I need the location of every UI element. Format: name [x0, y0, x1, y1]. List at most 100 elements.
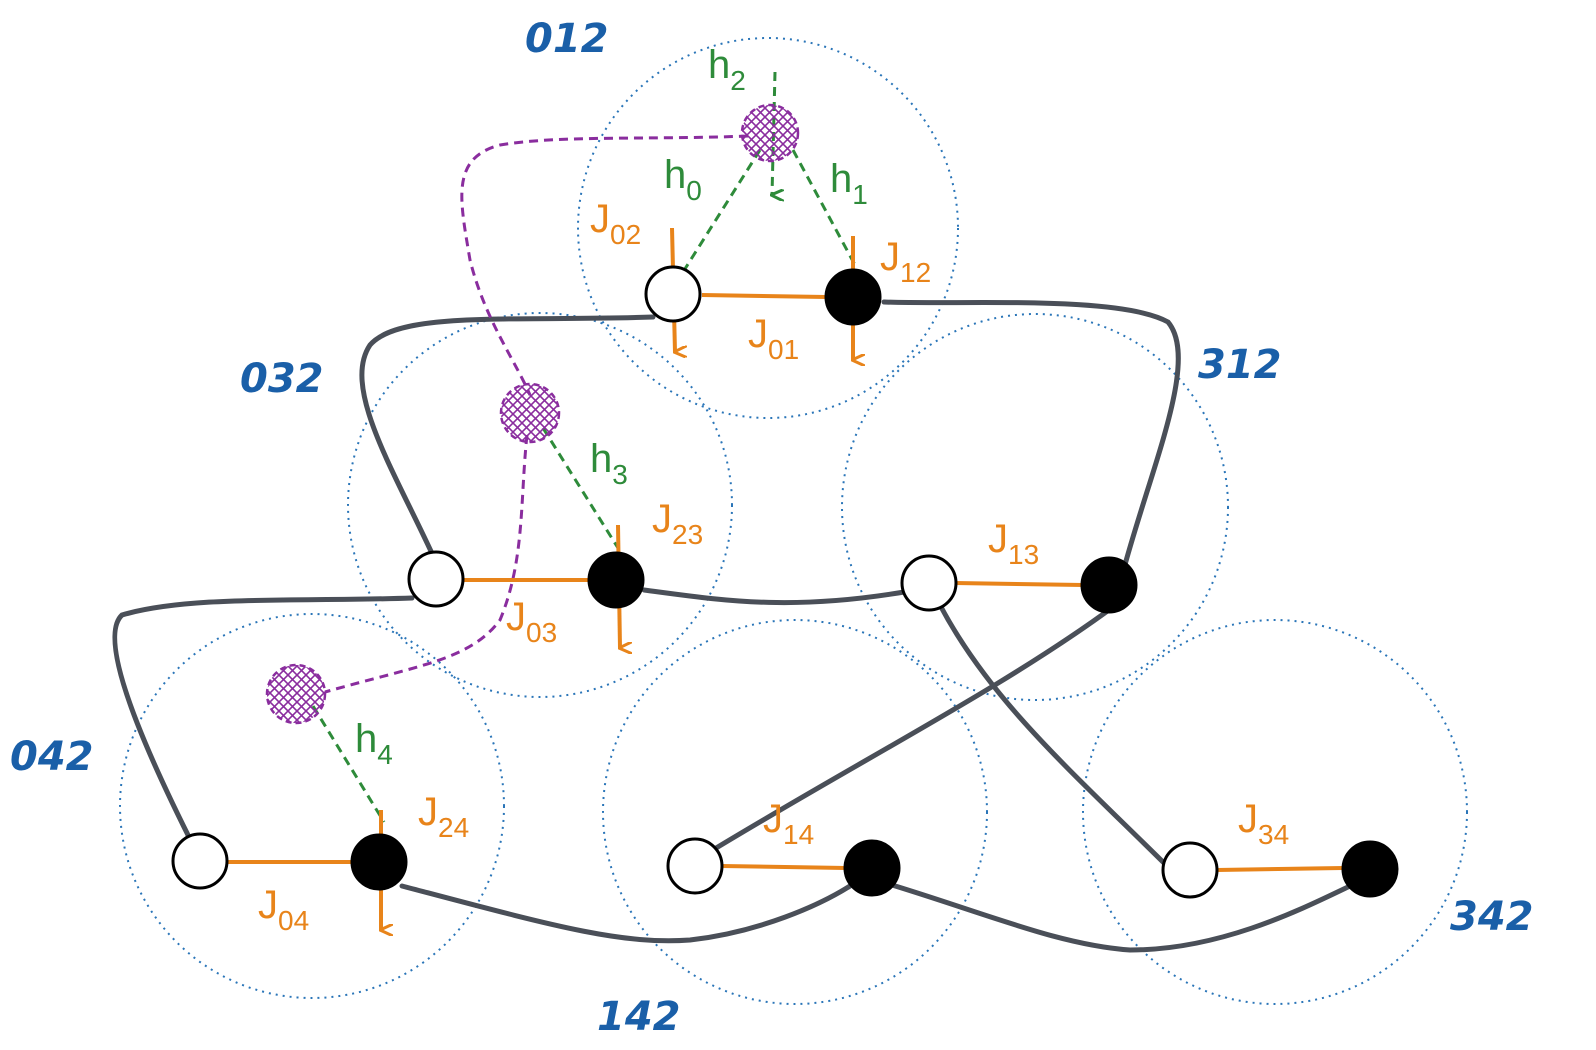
- cluster-circle-032: [347, 312, 733, 698]
- coupling-label-j04: J04: [258, 883, 309, 936]
- field-subscript: 3: [612, 459, 628, 490]
- field-subscript: 1: [852, 179, 868, 210]
- wire-032-to-312: [641, 587, 913, 606]
- bond-j34: [1216, 866, 1344, 872]
- coupling-main: J: [652, 497, 672, 541]
- coupling-labels: J02 J12 J01 J23 J03 J13 J24 J04 J14 J34: [258, 197, 1289, 936]
- coupling-label-j34: J34: [1238, 797, 1289, 850]
- aux-node-h3: [499, 382, 561, 444]
- field-label-h3: h3: [590, 437, 628, 490]
- wire-312-to-342: [937, 602, 1169, 868]
- coupling-subscript: 01: [768, 334, 799, 365]
- coupling-label-j14: J14: [763, 797, 814, 850]
- coupling-main: J: [988, 517, 1008, 561]
- node-342-black: [1341, 840, 1399, 898]
- coupling-main: J: [418, 790, 438, 834]
- field-main: h: [355, 717, 377, 761]
- aux-node-h2: [740, 103, 800, 163]
- wire-312-to-142: [695, 604, 1116, 862]
- node-312-black: [1080, 556, 1138, 614]
- field-label-h0: h0: [664, 153, 702, 206]
- field-main: h: [590, 437, 612, 481]
- cluster-circle-342: [1082, 619, 1468, 1005]
- coupling-subscript: 24: [438, 812, 469, 843]
- wire-142-to-342: [889, 882, 1353, 953]
- node-312-white: [900, 554, 958, 612]
- coupling-subscript: 23: [672, 519, 703, 550]
- coupling-bonds: [228, 293, 1344, 872]
- field-subscript: 2: [730, 65, 746, 96]
- node-142-white: [666, 837, 724, 895]
- coupling-subscript: 13: [1008, 539, 1039, 570]
- cluster-circle-142: [602, 619, 988, 1005]
- coupling-label-j01: J01: [748, 312, 799, 365]
- field-label-h1: h1: [830, 157, 868, 210]
- tether-h2-to-h3: [460, 134, 749, 396]
- field-label-h2: h2: [708, 43, 746, 96]
- bond-j13: [954, 581, 1084, 587]
- coupling-main: J: [748, 312, 768, 356]
- group-label-042: 042: [10, 734, 94, 780]
- cluster-circle-012: [577, 37, 959, 419]
- field-main: h: [830, 157, 852, 201]
- field-subscript: 0: [686, 175, 702, 206]
- group-labels: 012 032 312 042 142 342: [10, 16, 1534, 1040]
- field-line-h0: [681, 149, 762, 273]
- coupling-subscript: 34: [1258, 819, 1289, 850]
- coupling-subscript: 03: [526, 617, 557, 648]
- cluster-circle-312: [841, 313, 1229, 701]
- coupling-label-j24: J24: [418, 790, 469, 843]
- wires: [112, 299, 1353, 953]
- coupling-subscript: 04: [278, 905, 309, 936]
- tether-h3-to-h4: [324, 434, 529, 694]
- field-main: h: [664, 153, 686, 197]
- bond-j14: [721, 864, 847, 870]
- cluster-circles: [119, 37, 1468, 1005]
- field-lines: [311, 71, 857, 823]
- cluster-circle-042: [119, 613, 505, 999]
- coupling-main: J: [258, 883, 278, 927]
- spin-nodes: [171, 265, 1399, 899]
- field-line-h4: [311, 705, 386, 823]
- field-line-h1: [791, 149, 857, 266]
- coupling-label-j02: J02: [590, 197, 641, 250]
- field-main: h: [708, 43, 730, 87]
- group-label-342: 342: [1450, 894, 1534, 940]
- wire-042-to-142: [399, 883, 853, 944]
- purple-tethers: [324, 134, 749, 694]
- coupling-subscript: 14: [783, 819, 814, 850]
- field-labels: h2 h0 h1 h3 h4: [355, 43, 868, 770]
- group-label-142: 142: [597, 994, 681, 1040]
- node-032-black: [587, 551, 645, 609]
- coupling-main: J: [590, 197, 610, 241]
- node-042-black: [350, 833, 408, 891]
- wire-012-to-312: [881, 299, 1181, 575]
- field-label-h4: h4: [355, 717, 393, 770]
- wire-012-to-032: [359, 314, 656, 574]
- node-342-white: [1161, 841, 1219, 899]
- coupling-main: J: [880, 235, 900, 279]
- aux-nodes: [265, 103, 800, 725]
- node-042-white: [171, 832, 229, 890]
- coupling-main: J: [506, 595, 526, 639]
- coupling-subscript: 12: [900, 257, 931, 288]
- node-032-white: [407, 550, 465, 608]
- group-label-032: 032: [240, 356, 324, 402]
- bond-j01: [701, 293, 827, 299]
- wire-032-to-042: [112, 595, 415, 852]
- coupling-label-j03: J03: [506, 595, 557, 648]
- coupling-label-j12: J12: [880, 235, 931, 288]
- coupling-subscript: 02: [610, 219, 641, 250]
- node-142-black: [843, 839, 901, 897]
- coupling-main: J: [1238, 797, 1258, 841]
- group-label-312: 312: [1198, 342, 1282, 388]
- aux-node-h4: [265, 663, 327, 725]
- coupling-label-j13: J13: [988, 517, 1039, 570]
- group-label-012: 012: [525, 16, 609, 62]
- node-012-white: [644, 265, 702, 323]
- node-012-black: [824, 268, 882, 326]
- field-line-h3: [541, 427, 620, 549]
- field-subscript: 4: [377, 739, 393, 770]
- coupling-main: J: [763, 797, 783, 841]
